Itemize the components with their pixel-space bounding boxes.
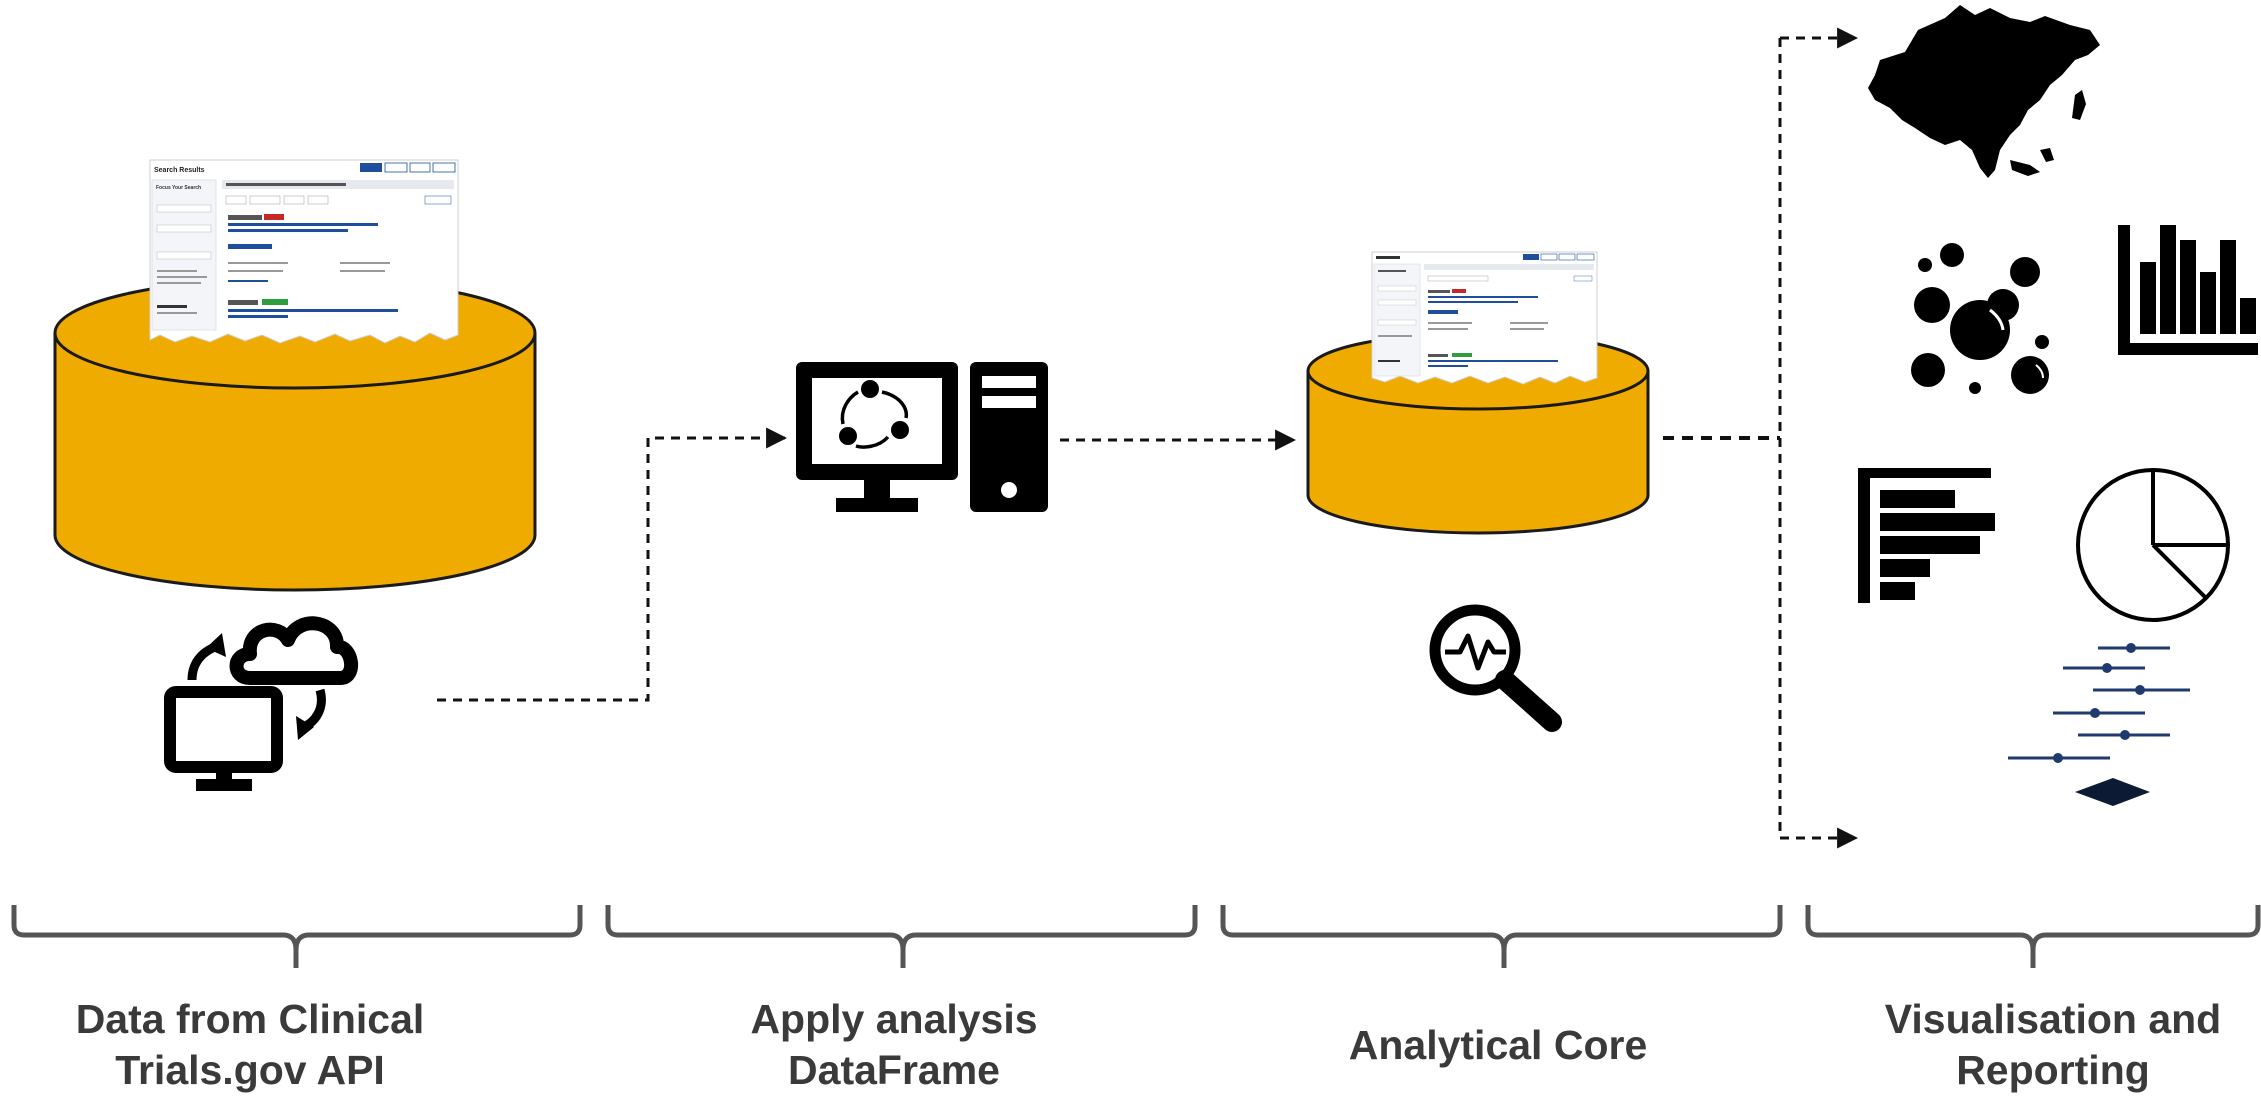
magnifier-pulse-icon — [1429, 604, 1562, 732]
horizontal-bar-chart-icon — [1858, 468, 1995, 603]
screenshot-refine: Focus Your Search — [156, 185, 201, 191]
stage-bracket-2 — [605, 905, 1198, 968]
stage-bracket-3 — [1220, 905, 1783, 968]
stage-label-apply-analysis: Apply analysis DataFrame — [614, 994, 1174, 1096]
stage-label-analytical-core: Analytical Core — [1218, 1020, 1778, 1071]
stage-bracket-1 — [11, 905, 583, 968]
cloud-sync-icon — [164, 616, 359, 791]
connector-source-to-analysis — [437, 427, 788, 702]
computer-process-icon — [796, 362, 1048, 512]
bar-chart-icon — [2118, 225, 2258, 355]
bubble-chart-icon — [1911, 243, 2049, 394]
stage-label-line: Apply analysis — [750, 996, 1038, 1042]
asia-map-icon — [1868, 5, 2100, 178]
stage-bracket-4 — [1805, 905, 2261, 968]
stage-label-line: Reporting — [1956, 1047, 2150, 1093]
stage-label-line: Visualisation and — [1884, 996, 2222, 1042]
stage-label-line: Trials.gov API — [115, 1047, 385, 1093]
screenshot-title: Search Results — [154, 167, 205, 174]
stage-label-line: Data from Clinical — [75, 996, 425, 1042]
stage-label-visualisation: Visualisation and Reporting — [1773, 994, 2261, 1096]
forest-plot-icon — [2008, 643, 2190, 806]
stage-label-line: Analytical Core — [1348, 1022, 1648, 1068]
stage-label-line: DataFrame — [788, 1047, 1000, 1093]
analytical-core-screenshot — [1371, 251, 1598, 385]
stage-label-data-source: Data from Clinical Trials.gov API — [0, 994, 530, 1096]
clinical-trials-screenshot: Search Results Focus Your Search — [149, 159, 459, 344]
pie-chart-icon — [2076, 468, 2230, 622]
